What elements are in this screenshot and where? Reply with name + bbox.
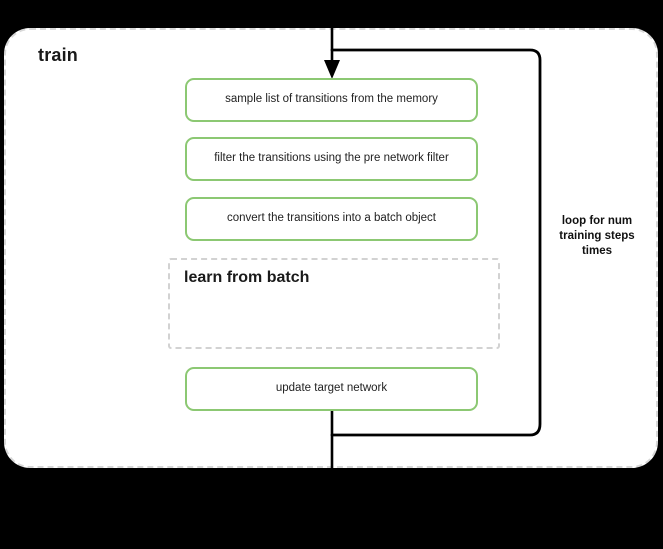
process-node-label: sample list of transitions from the memo… [225,93,438,106]
process-node-label: filter the transitions using the pre net… [214,152,449,165]
loop-annotation-line-1: loop for num [561,215,633,227]
loop-annotation-line-2: training steps [559,230,635,243]
process-node-label: update target network [275,382,388,395]
train-scope-title: train [38,45,79,65]
loop-annotation-line-3: times [581,245,613,258]
process-node-update-target-network[interactable]: update target network [185,367,478,411]
process-node-sample-transitions[interactable]: sample list of transitions from the memo… [185,78,478,122]
process-node-convert-to-batch[interactable]: convert the transitions into a batch obj… [185,197,478,241]
process-node-filter-transitions[interactable]: filter the transitions using the pre net… [185,137,478,181]
learn-from-batch-title: learn from batch [184,269,310,286]
loop-annotation: loop for num training steps times [545,214,649,260]
process-node-label: convert the transitions into a batch obj… [226,212,437,225]
learn-from-batch-scope[interactable]: learn from batch [168,258,500,349]
